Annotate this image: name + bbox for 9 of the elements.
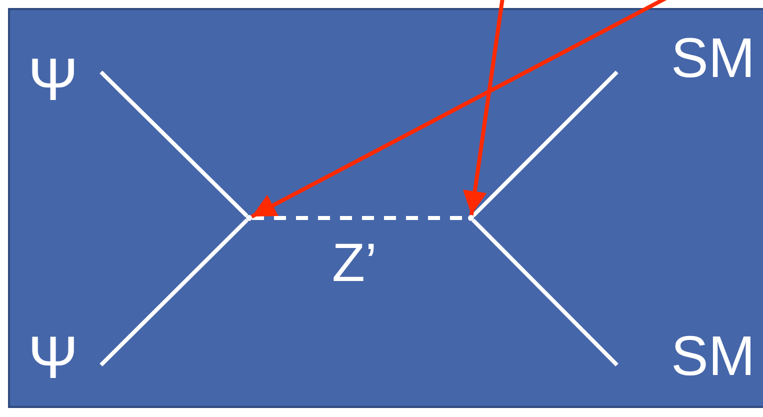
particle-label: Ψ [28,50,78,110]
particle-label: SM [671,328,755,384]
particle-line [472,70,618,218]
particle-label: SM [671,30,755,86]
particle-line [100,218,248,366]
particle-line [100,70,248,218]
particle-line [472,218,618,366]
particle-label: Ψ [28,328,78,388]
arrow [462,0,505,216]
